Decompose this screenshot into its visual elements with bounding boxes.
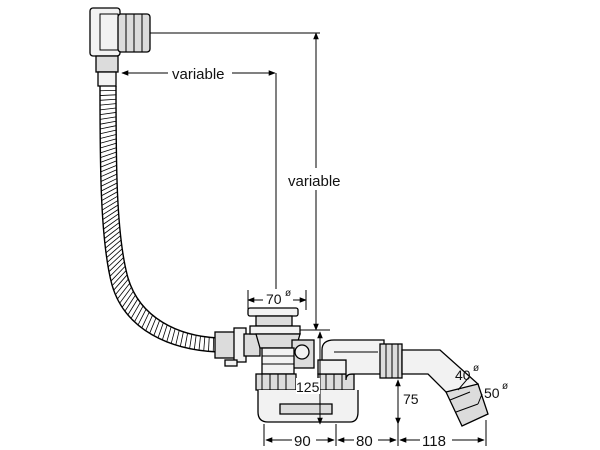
hose-rib xyxy=(100,125,117,130)
variable-horizontal-label: variable xyxy=(172,66,225,83)
hose-rib xyxy=(100,134,117,139)
hose-rib xyxy=(100,147,117,154)
flexible-hose xyxy=(99,85,219,353)
dim-70-diameter: ø xyxy=(285,288,291,299)
hose-rib xyxy=(101,200,119,211)
dim-50-diameter: ø xyxy=(502,381,508,392)
hose-rib xyxy=(119,287,132,304)
hose-rib xyxy=(145,314,153,331)
dim-90-label: 90 xyxy=(294,433,311,450)
dim-40-label: 40 xyxy=(455,367,471,383)
dim-50-label: 50 xyxy=(484,385,500,401)
hose-rib xyxy=(198,336,201,351)
hose-rib xyxy=(101,191,118,201)
hose-rib xyxy=(107,252,124,268)
hose-rib xyxy=(113,274,128,291)
hose-rib xyxy=(110,265,126,282)
hose-rib xyxy=(130,302,141,319)
hose-connector xyxy=(214,327,261,367)
hose-rib xyxy=(100,164,117,173)
dim-70-label: 70 xyxy=(266,291,282,307)
hose-rib xyxy=(100,129,117,135)
hose-rib xyxy=(203,336,206,351)
hose-rib xyxy=(149,317,157,334)
hose-rib xyxy=(117,282,131,300)
hose-rib xyxy=(102,204,119,216)
hose-rib xyxy=(99,116,117,120)
hose-rib xyxy=(102,213,119,225)
hose-rib xyxy=(99,120,117,125)
hose-rib xyxy=(121,291,134,308)
hose-rib xyxy=(100,173,117,182)
hose-rib xyxy=(170,328,176,344)
dim-75-label: 75 xyxy=(403,391,419,407)
hose-rib xyxy=(100,142,117,149)
hose-rib xyxy=(106,244,122,258)
hose-rib xyxy=(109,261,125,277)
hose-rib xyxy=(137,308,147,326)
overflow-head xyxy=(89,7,151,87)
hose-rib xyxy=(141,312,150,329)
hose-rib xyxy=(104,231,121,244)
hose-rib xyxy=(102,209,119,220)
hose-rib xyxy=(101,182,118,192)
hose-rib xyxy=(108,257,124,272)
hose-rib xyxy=(193,335,197,350)
dim-118-label: 118 xyxy=(422,433,446,450)
hose-rib xyxy=(105,239,122,254)
hose-rib xyxy=(127,298,139,316)
hose-rib xyxy=(105,235,121,249)
hose-rib xyxy=(99,94,117,96)
hose-rib xyxy=(100,156,117,163)
hose-rib xyxy=(107,248,123,263)
outlet-pipe xyxy=(321,339,489,427)
hose-rib xyxy=(115,278,129,295)
hose-rib xyxy=(153,320,160,336)
hose-rib xyxy=(161,324,168,341)
hose-rib xyxy=(103,217,120,230)
hose-rib xyxy=(99,103,117,106)
hose-rib xyxy=(101,187,118,197)
hose-rib xyxy=(100,138,117,144)
hose-rib xyxy=(157,322,164,339)
hose-rib xyxy=(208,337,210,352)
hose-rib xyxy=(101,195,118,206)
hose-rib xyxy=(100,160,117,168)
hose-rib xyxy=(166,326,172,342)
hose-ribs xyxy=(99,85,219,352)
dim-40-diameter: ø xyxy=(473,363,479,374)
hose-rib xyxy=(175,330,180,346)
bath-drain xyxy=(247,307,315,375)
hose-rib xyxy=(134,305,144,322)
hose-rib xyxy=(99,98,117,101)
hose-rib xyxy=(103,222,120,235)
hose-rib xyxy=(100,178,118,187)
hose-rib xyxy=(111,270,127,286)
hose-rib xyxy=(99,112,117,116)
dim-125-label: 125 xyxy=(296,379,320,395)
hose-rib xyxy=(179,331,184,347)
hose-rib xyxy=(189,334,193,349)
variable-vertical-label: variable xyxy=(288,173,341,190)
hose-rib xyxy=(100,169,117,178)
hose-rib xyxy=(184,333,189,348)
hose-rib xyxy=(104,226,120,239)
hose-rib xyxy=(124,294,136,312)
dim-80-label: 80 xyxy=(356,433,373,450)
hose-rib xyxy=(99,107,117,111)
hose-rib xyxy=(100,151,117,158)
